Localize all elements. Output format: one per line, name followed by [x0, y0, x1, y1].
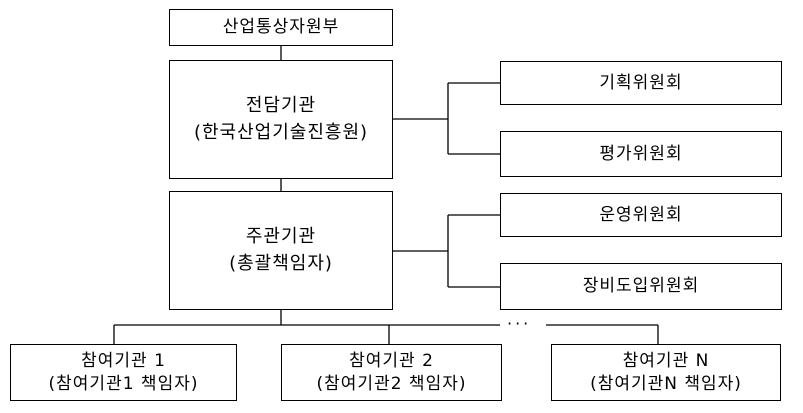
equipment-committee-label: 장비도입위원회	[582, 276, 700, 297]
operations-committee-label: 운영위원회	[599, 204, 683, 225]
participant-n-detail: (참여기관N 책임자)	[590, 373, 742, 394]
participant-n-name: 참여기관 N	[622, 350, 710, 371]
participant-2-detail: (참여기관2 책임자)	[316, 373, 467, 394]
ministry-label: 산업통상자원부	[222, 17, 340, 38]
ministry-box: 산업통상자원부	[169, 9, 393, 46]
lead-agency-detail: (총괄책임자)	[229, 252, 333, 274]
dedicated-agency-name: 전담기관	[245, 95, 317, 117]
evaluation-committee-label: 평가위원회	[599, 143, 683, 164]
more-participants-ellipsis: ···	[507, 314, 532, 333]
participant-box-2: 참여기관 2 (참여기관2 책임자)	[281, 344, 502, 401]
evaluation-committee-box: 평가위원회	[500, 131, 782, 177]
participant-box-1: 참여기관 1 (참여기관1 책임자)	[10, 344, 237, 401]
operations-committee-box: 운영위원회	[500, 193, 782, 237]
participant-box-n: 참여기관 N (참여기관N 책임자)	[551, 344, 781, 401]
dedicated-agency-detail: (한국산업기술진흥원)	[193, 121, 369, 143]
equipment-committee-box: 장비도입위원회	[500, 263, 782, 310]
planning-committee-box: 기획위원회	[500, 61, 782, 105]
participant-1-name: 참여기관 1	[81, 350, 166, 371]
dedicated-agency-box: 전담기관 (한국산업기술진흥원)	[169, 60, 393, 179]
planning-committee-label: 기획위원회	[599, 72, 683, 93]
lead-agency-box: 주관기관 (총괄책임자)	[169, 191, 393, 310]
participant-2-name: 참여기관 2	[349, 350, 434, 371]
lead-agency-name: 주관기관	[245, 226, 317, 248]
participant-1-detail: (참여기관1 책임자)	[48, 373, 199, 394]
